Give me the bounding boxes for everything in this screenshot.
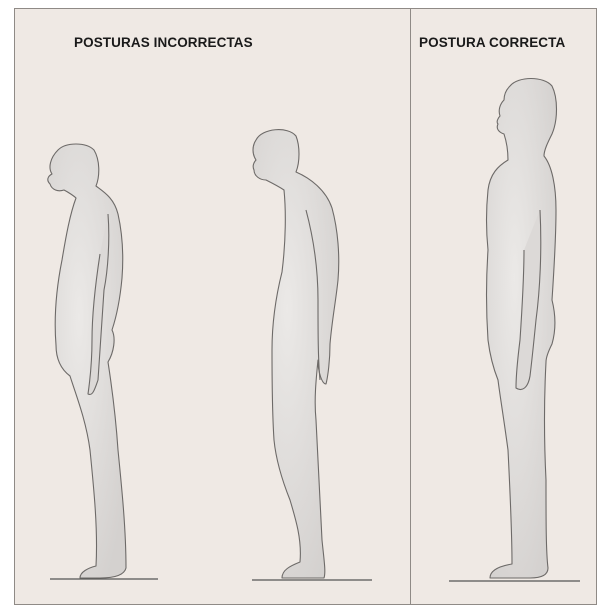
stooped-figure-icon <box>253 130 339 578</box>
upright-figure-icon <box>487 79 557 579</box>
slouched-figure-icon <box>48 144 126 578</box>
